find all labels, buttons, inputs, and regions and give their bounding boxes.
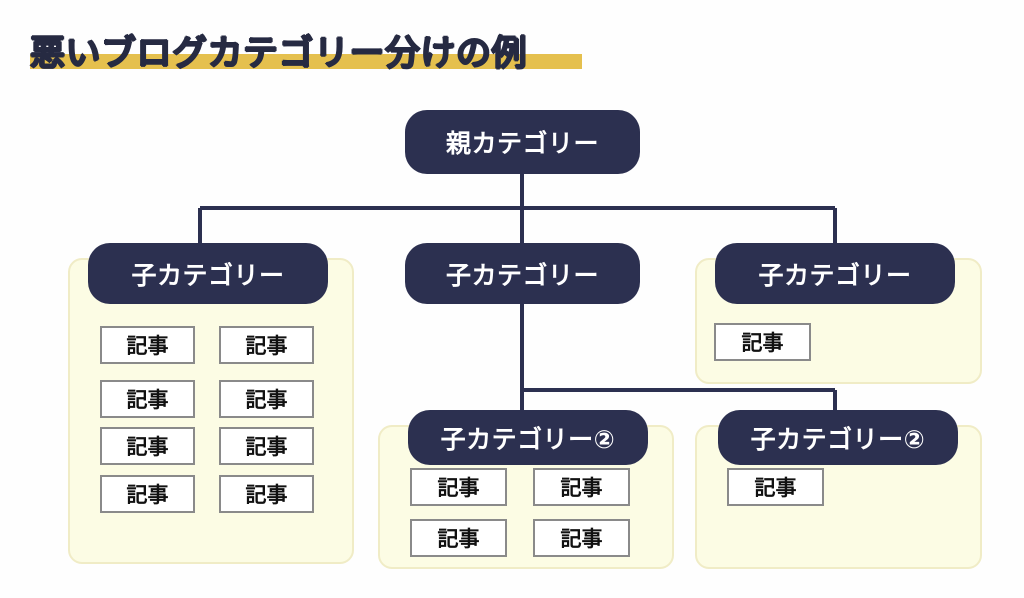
node-child-category-1-label: 子カテゴリー xyxy=(131,260,285,290)
article-chip[interactable]: 記事 xyxy=(100,326,195,364)
article-chip[interactable]: 記事 xyxy=(533,519,630,557)
node-child-category-2-label: 子カテゴリー xyxy=(445,260,599,290)
article-chip-label: 記事 xyxy=(741,331,784,355)
node-grandchild-category-2[interactable]: 子カテゴリー② xyxy=(718,410,958,465)
article-chip-label: 記事 xyxy=(245,483,288,507)
article-chip[interactable]: 記事 xyxy=(410,519,507,557)
node-child-category-3-label: 子カテゴリー xyxy=(758,260,912,290)
article-chip-label: 記事 xyxy=(437,476,480,500)
article-chip-label: 記事 xyxy=(245,388,288,412)
article-chip-label: 記事 xyxy=(126,388,169,412)
article-chip-label: 記事 xyxy=(126,334,169,358)
node-grandchild-category-1[interactable]: 子カテゴリー② xyxy=(408,410,648,465)
node-parent-category-label: 親カテゴリー xyxy=(445,129,599,158)
node-grandchild-category-1-label: 子カテゴリー② xyxy=(440,424,616,454)
article-chip[interactable]: 記事 xyxy=(219,380,314,418)
article-chip[interactable]: 記事 xyxy=(219,475,314,513)
article-chip-label: 記事 xyxy=(560,476,603,500)
article-chip[interactable]: 記事 xyxy=(727,468,824,506)
node-parent-category[interactable]: 親カテゴリー xyxy=(405,110,640,174)
article-chip-label: 記事 xyxy=(245,334,288,358)
node-child-category-1[interactable]: 子カテゴリー xyxy=(88,243,328,304)
article-chip[interactable]: 記事 xyxy=(219,427,314,465)
page-title: 悪いブログカテゴリー分けの例 xyxy=(30,34,528,74)
node-grandchild-category-2-label: 子カテゴリー② xyxy=(750,424,926,454)
node-child-category-3[interactable]: 子カテゴリー xyxy=(715,243,955,304)
article-chip[interactable]: 記事 xyxy=(219,326,314,364)
page-title-block: 悪いブログカテゴリー分けの例 xyxy=(30,18,527,72)
article-chip[interactable]: 記事 xyxy=(714,323,811,361)
article-chip[interactable]: 記事 xyxy=(100,427,195,465)
article-chip-label: 記事 xyxy=(126,435,169,459)
article-chip[interactable]: 記事 xyxy=(100,380,195,418)
article-chip[interactable]: 記事 xyxy=(533,468,630,506)
article-chip-label: 記事 xyxy=(437,527,480,551)
title-highlight-bar xyxy=(30,54,582,69)
node-child-category-2[interactable]: 子カテゴリー xyxy=(405,243,640,304)
article-chip-label: 記事 xyxy=(245,435,288,459)
article-chip[interactable]: 記事 xyxy=(100,475,195,513)
article-chip-label: 記事 xyxy=(754,476,797,500)
article-chip-label: 記事 xyxy=(560,527,603,551)
article-chip[interactable]: 記事 xyxy=(410,468,507,506)
article-chip-label: 記事 xyxy=(126,483,169,507)
